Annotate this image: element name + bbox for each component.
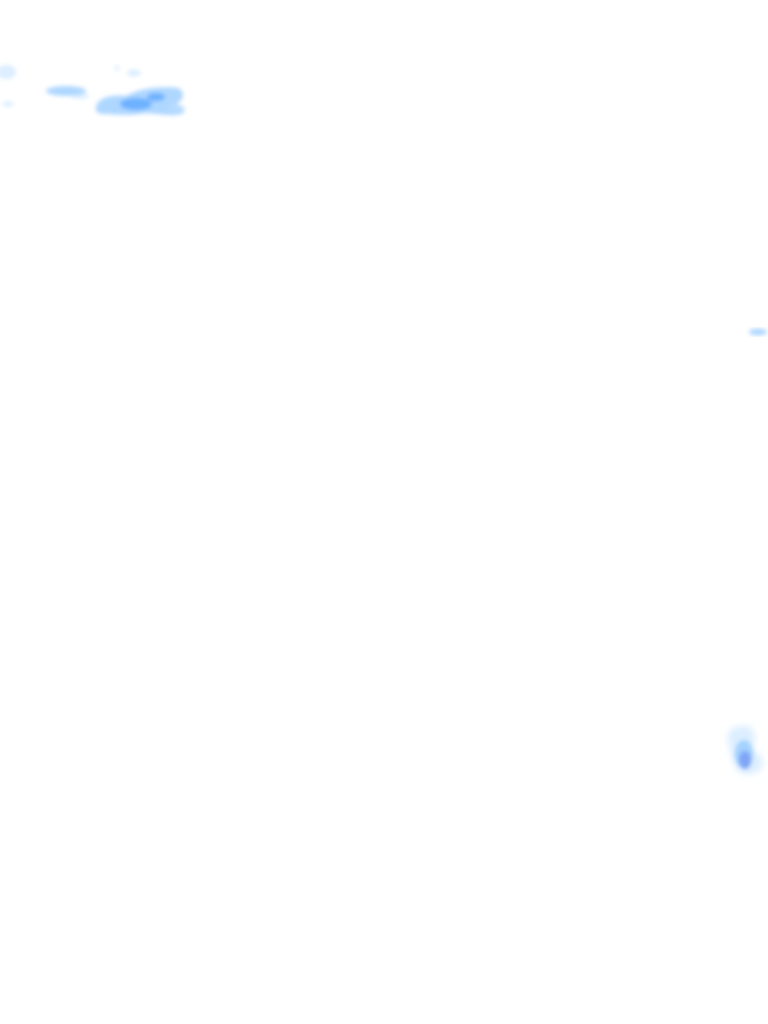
- echo-cluster-north-central: [95, 87, 185, 116]
- echo-fleck-east: [749, 328, 767, 336]
- echo-cell-southeast: [727, 725, 763, 775]
- echo-cluster-northwest: [0, 65, 141, 107]
